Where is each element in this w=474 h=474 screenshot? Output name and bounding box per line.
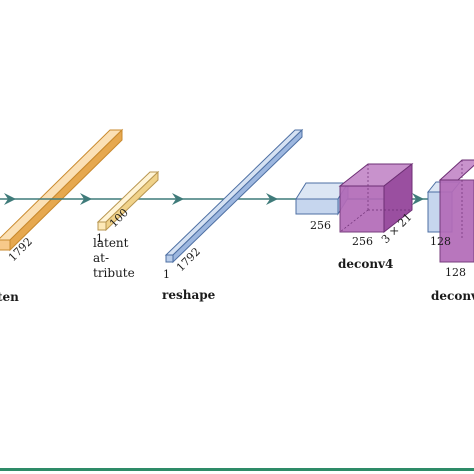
latent-label-line-2: at- [93, 251, 109, 265]
reshape-bar [164, 128, 304, 264]
deconv4-dim-256-b: 256 [352, 235, 373, 248]
reshape-label: reshape [162, 288, 216, 302]
arrow-head-4 [266, 193, 278, 205]
latent-label-line-1: latent [93, 236, 129, 250]
deconv3-dim-128-a: 128 [430, 235, 451, 248]
deconv3-cube [438, 159, 474, 263]
latent-label-line-3: tribute [93, 266, 135, 280]
arrow-head-2 [80, 193, 92, 205]
deconv3-dim-128-b: 128 [445, 266, 466, 279]
arrow-head-5 [412, 193, 424, 205]
flatten-label: ten [0, 290, 19, 304]
deconv3-label: deconv3 [431, 289, 474, 303]
deconv4-label: deconv4 [338, 257, 393, 271]
footer-line [0, 468, 474, 471]
reshape-dim-1: 1 [163, 268, 170, 281]
deconv4-dim-256-a: 256 [310, 219, 331, 232]
arrow-head-1 [4, 193, 16, 205]
arrow-head-3 [172, 193, 184, 205]
latent-bar [96, 170, 160, 232]
flatten-bar [0, 128, 124, 252]
deconv4-cube [338, 162, 414, 234]
latent-dim-1: 1 [96, 232, 103, 245]
